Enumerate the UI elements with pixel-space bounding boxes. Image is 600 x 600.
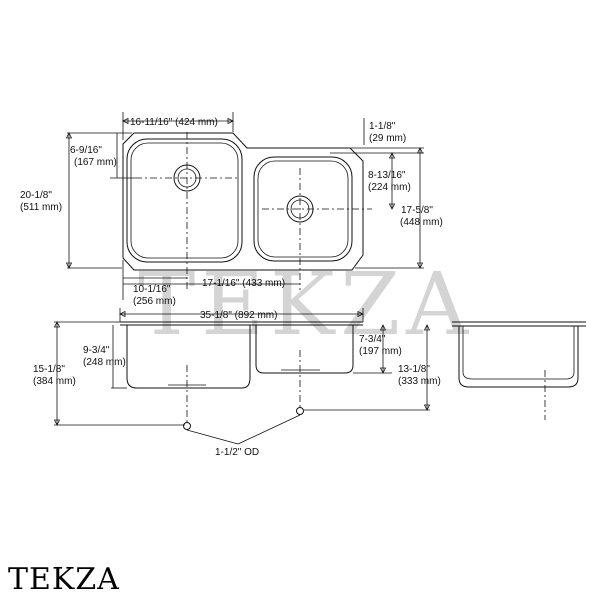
left-bowl-inner <box>130 142 239 259</box>
watermark: TEKZA <box>138 255 474 355</box>
dim-overall-depth: 20-1/8" <box>20 190 52 201</box>
dim-right-drain-offset-mm: (224 mm) <box>368 182 411 193</box>
side-view <box>452 321 586 420</box>
right-drain-outlet <box>296 407 304 415</box>
dim-right-depth-mm: (448 mm) <box>400 217 443 228</box>
left-drain-outlet <box>183 422 191 430</box>
sink-outline <box>122 132 364 271</box>
dim-left-drain-offset-mm: (167 mm) <box>74 157 117 168</box>
dim-overall-height: 15-1/8" <box>33 364 65 375</box>
dim-right-depth: 17-5/8" <box>401 205 433 216</box>
front-view <box>120 321 363 445</box>
front-right-bowl <box>255 325 354 374</box>
dim-left-bowl-width: 16-11/16" (424 mm) <box>130 117 218 128</box>
dim-left-bowl-depth-mm: (248 mm) <box>83 357 126 368</box>
dim-overall-width: 35-1/8" (892 mm) <box>200 310 277 321</box>
dim-right-bowl-depth: 7-3/4" <box>359 334 386 345</box>
dim-right-drain-center: 17-1/16" (433 mm) <box>202 278 285 289</box>
dim-right-height-mm: (333 mm) <box>398 376 441 387</box>
dim-right-height: 13-1/8" <box>398 364 430 375</box>
top-view <box>122 132 372 290</box>
dim-left-drain-center-mm: (256 mm) <box>133 296 176 307</box>
brand-logo-text: TEKZA <box>8 562 120 597</box>
dim-right-drain-offset: 8-13/16" <box>368 170 406 181</box>
top-view-dimensions <box>65 112 424 300</box>
dim-left-drain-center: 10-1/16" <box>133 284 171 295</box>
dim-left-bowl-depth: 9-3/4" <box>83 345 110 356</box>
dim-right-bowl-depth-mm: (197 mm) <box>359 346 402 357</box>
dim-drain-od: 1-1/2" OD <box>215 447 259 458</box>
front-left-bowl <box>126 325 251 389</box>
dim-left-drain-offset: 6-9/16" <box>70 145 102 156</box>
front-view-dimensions <box>53 308 431 426</box>
side-bowl <box>458 326 579 388</box>
dim-overall-depth-mm: (511 mm) <box>20 202 62 213</box>
dim-top-offset-mm: (29 mm) <box>369 133 406 144</box>
dim-overall-height-mm: (384 mm) <box>33 376 76 387</box>
dimension-labels: 16-11/16" (424 mm) 1-1/8" (29 mm) 6-9/16… <box>20 117 443 458</box>
dim-top-offset: 1-1/8" <box>369 121 396 132</box>
left-bowl <box>126 138 243 263</box>
